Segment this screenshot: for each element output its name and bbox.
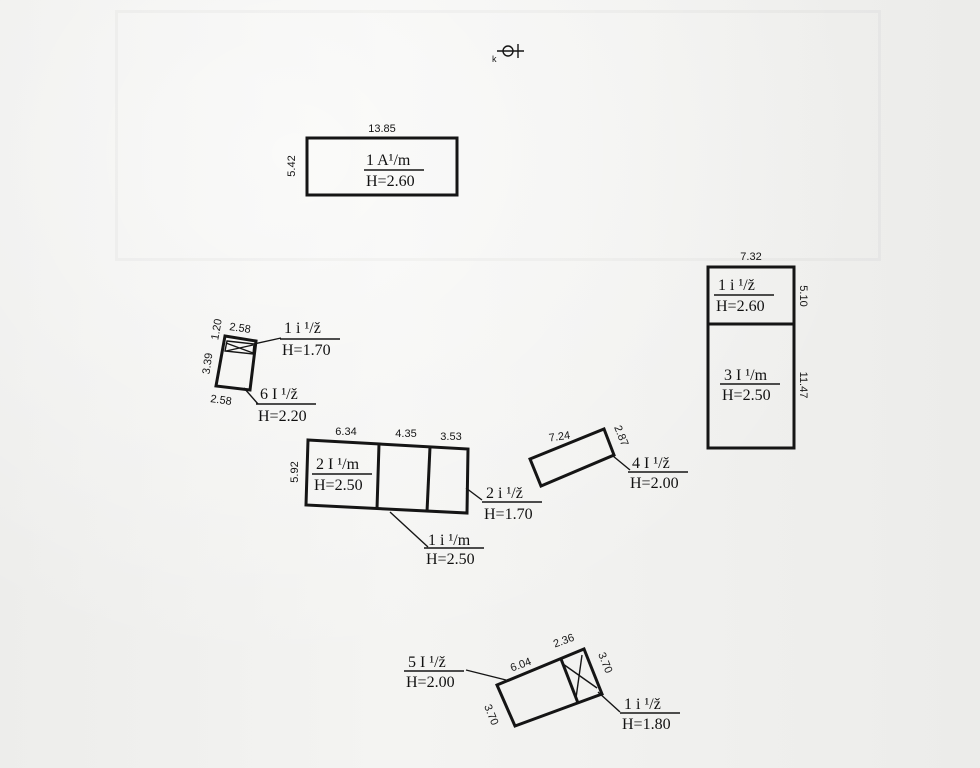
north-arrow-icon: k [492,44,524,64]
faded-background-frame [115,10,881,261]
building-2-dim-depth: 1.20 [209,318,225,341]
building-2-3-outline [214,334,258,392]
building-4-height-label: H=2.50 [314,477,363,494]
building-10-label: 5 I ¹/ž H=2.00 [404,654,507,691]
building-10-dim-width: 3.70 [481,703,500,727]
building-7-class-label: 4 I ¹/ž [632,455,670,472]
building-10-class-label: 5 I ¹/ž [408,654,446,671]
building-7-dim-width: 2.87 [611,424,630,448]
building-1-class-label: 1 A¹/m [366,152,411,169]
building-3-label: 6 I ¹/ž H=2.20 [243,386,316,425]
building-4-divider-2 [425,446,432,513]
building-4: 6.34 4.35 3.53 5.92 2 I ¹/m H=2.50 [289,426,470,515]
building-3-dim-length: 2.58 [210,393,233,408]
building-9-dim-width: 11.47 [797,372,809,399]
building-5-label: 1 i ¹/m H=2.50 [389,511,484,568]
building-4-dim-width: 5.92 [289,461,301,482]
building-6-leader [465,487,483,501]
building-8-9-outline [706,265,796,450]
building-1-dim-length: 13.85 [368,123,396,135]
building-8-dim-length: 7.32 [740,251,761,263]
building-4-outline [304,438,470,515]
building-7-outline [528,427,616,488]
building-2-annex-outline [224,340,255,355]
building-3-class-label: 6 I ¹/ž [260,386,298,403]
building-7-height-label: H=2.00 [630,475,679,492]
building-4-class-label: 2 I ¹/m [316,456,360,473]
building-1-outline [305,136,459,197]
building-3-height-label: H=2.20 [258,408,307,425]
building-11-height-label: H=1.80 [622,716,671,733]
building-5-class-label: 1 i ¹/m [428,532,471,549]
building-5-height-label: H=2.50 [426,551,475,568]
building-11-leader [597,691,621,713]
building-10-11: 6.04 2.36 3.70 3.70 [481,632,614,728]
building-8-9: 7.32 5.10 11.47 1 i ¹/ž H=2.60 3 I ¹/m H… [706,251,809,450]
building-7: 7.24 2.87 4 I ¹/ž H=2.00 [528,424,688,492]
building-3-dim-depth: 3.39 [201,352,216,375]
building-1-height-label: H=2.60 [366,173,415,190]
building-8-height-label: H=2.60 [716,298,765,315]
building-2-class-label: 1 i ¹/ž [284,320,321,337]
building-4-dim-length-2: 4.35 [395,428,416,440]
building-2-annex-cross-b [225,344,254,352]
building-10-height-label: H=2.00 [406,674,455,691]
building-6-label: 2 i ¹/ž H=1.70 [465,485,542,523]
building-5-leader [389,511,429,548]
building-10-11-outline [495,647,604,728]
building-2-height-label: H=1.70 [282,342,331,359]
building-2-3: 1.20 2.58 3.39 2.58 [201,318,258,408]
building-7-leader [612,455,631,471]
building-9-class-label: 3 I ¹/m [724,367,768,384]
building-1: 13.85 5.42 1 A¹/m H=2.60 [286,123,459,197]
building-11-dim-length: 2.36 [552,632,576,651]
building-2-leader [253,337,282,345]
building-8-class-label: 1 i ¹/ž [718,277,755,294]
building-4-dim-length-3: 3.53 [440,431,461,443]
building-11-cross-a [562,663,598,689]
building-11-dim-width: 3.70 [595,651,614,675]
building-6-class-label: 2 i ¹/ž [486,485,523,502]
building-2-dim-length: 2.58 [229,321,252,336]
building-11-cross-b [575,654,583,699]
building-2-label: 1 i ¹/ž H=1.70 [253,320,340,359]
building-11-label: 1 i ¹/ž H=1.80 [597,691,680,733]
building-7-dim-length: 7.24 [548,430,571,445]
building-3-leader [243,387,259,405]
building-1-dim-width: 5.42 [286,155,298,176]
building-6-height-label: H=1.70 [484,506,533,523]
building-11-class-label: 1 i ¹/ž [624,696,661,713]
building-4-dim-length-1: 6.34 [335,426,356,438]
building-8-dim-width: 5.10 [797,285,809,306]
building-10-leader [465,669,507,681]
building-4-divider-1 [375,443,381,510]
building-10-11-divider [559,658,580,704]
north-arrow-label: k [492,54,497,64]
building-9-height-label: H=2.50 [722,387,771,404]
